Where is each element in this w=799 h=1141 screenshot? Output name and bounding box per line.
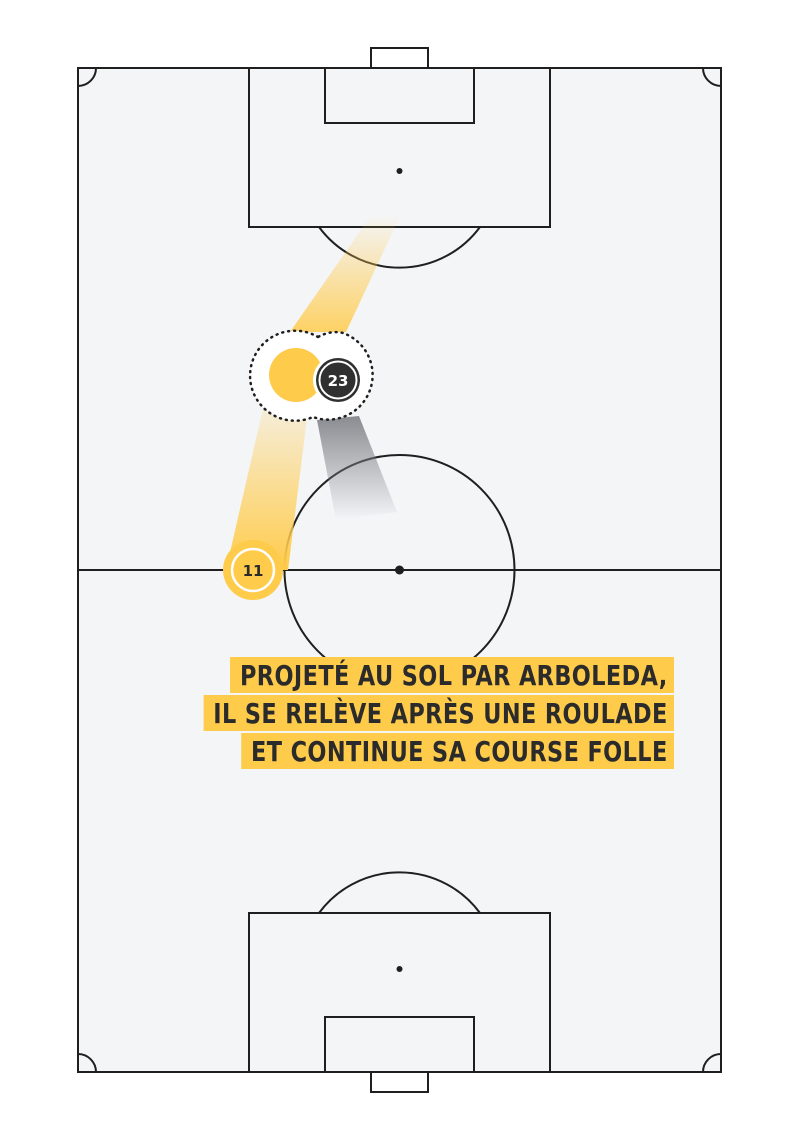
caption-line-2: IL SE RELÈVE APRÈS UNE ROULADE	[203, 695, 674, 733]
top-goal	[370, 47, 429, 69]
caption-line-2-text: IL SE RELÈVE APRÈS UNE ROULADE	[203, 695, 674, 731]
defender-ring	[316, 358, 360, 402]
corner-arc-top-left	[77, 67, 97, 87]
top-penalty-spot	[396, 168, 403, 174]
movement-trails	[226, 214, 401, 570]
corner-arc-top-right	[702, 67, 722, 87]
center-spot	[395, 565, 404, 575]
attacker-number: 11	[243, 562, 264, 580]
attacker-contact-position	[269, 348, 323, 402]
defender-marker: 23	[313, 355, 363, 405]
caption-line-3-text: ET CONTINUE SA COURSE FOLLE	[241, 733, 674, 769]
play-caption: PROJETÉ AU SOL PAR ARBOLEDA, IL SE RELÈV…	[203, 657, 674, 771]
top-penalty-arc	[318, 226, 481, 269]
football-pitch	[77, 47, 722, 1093]
corner-arc-bottom-left	[77, 1053, 97, 1073]
attacker-trail-forward	[290, 214, 401, 332]
bottom-penalty-arc	[318, 871, 481, 914]
attacker-marker: 11	[223, 540, 283, 600]
attacker-inner-line	[230, 547, 276, 593]
bottom-goal	[370, 1071, 429, 1093]
defender-trail	[317, 416, 397, 520]
caption-line-1-text: PROJETÉ AU SOL PAR ARBOLEDA,	[230, 657, 674, 693]
defender-number: 23	[328, 372, 349, 390]
defender-inner-line	[318, 360, 358, 400]
corner-arc-bottom-right	[702, 1053, 722, 1073]
caption-line-1: PROJETÉ AU SOL PAR ARBOLEDA,	[204, 657, 674, 695]
bottom-penalty-spot	[396, 966, 403, 972]
caption-line-3: ET CONTINUE SA COURSE FOLLE	[204, 733, 674, 771]
attacker-trail-run	[226, 404, 308, 570]
